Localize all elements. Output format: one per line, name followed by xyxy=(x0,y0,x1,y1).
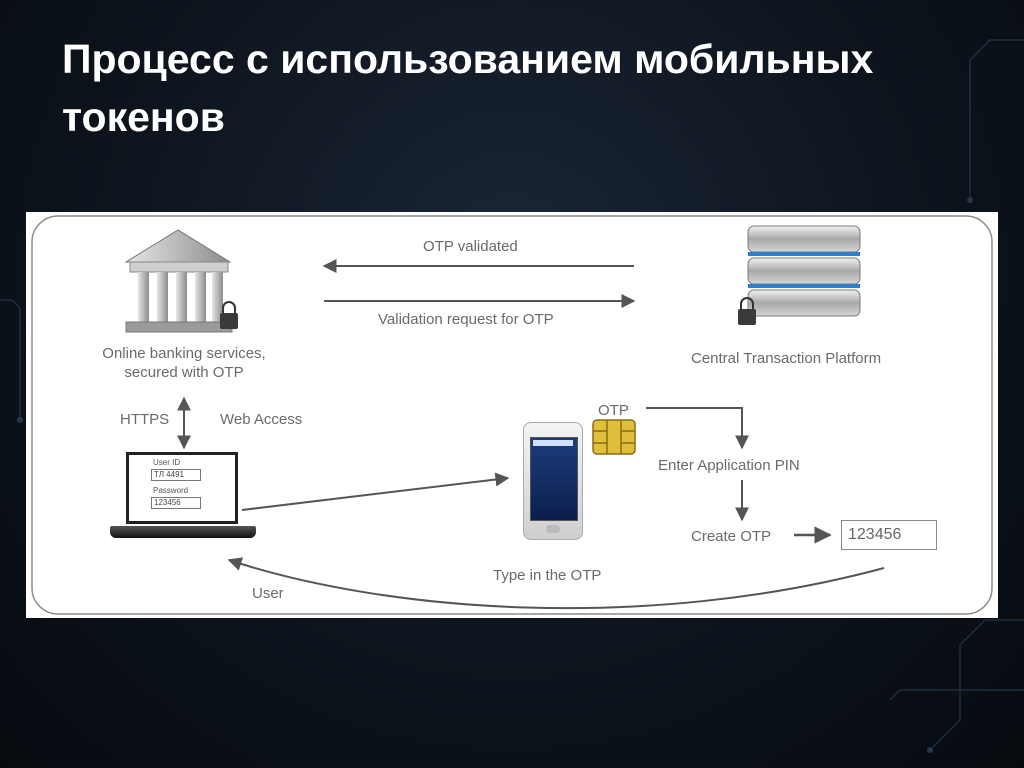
laptop-icon: User ID ТЛ 4491 Password 123456 xyxy=(110,452,256,552)
enter-pin-label: Enter Application PIN xyxy=(658,457,800,474)
slide-title-line-1: Процесс с использованием мобильных xyxy=(62,36,874,82)
sim-chip-icon xyxy=(592,419,636,455)
laptop-user-id-label: User ID xyxy=(153,458,181,467)
laptop-user-id-field: ТЛ 4491 xyxy=(151,469,201,481)
otp-value-box: 123456 xyxy=(841,520,937,550)
bank-building-icon xyxy=(124,229,233,333)
diagram-panel: Online banking services, secured with OT… xyxy=(26,212,998,618)
server-lock-icon xyxy=(738,297,756,325)
slide-title-line-2: токенов xyxy=(62,94,225,140)
otp-to-pin-arrow xyxy=(646,407,749,450)
otp-validated-label: OTP validated xyxy=(423,238,518,255)
bank-lock-icon xyxy=(220,301,238,329)
phone-screen xyxy=(530,437,578,521)
server-stack-icon xyxy=(747,225,861,317)
bank-label: Online banking services, secured with OT… xyxy=(74,344,294,382)
otp-label: OTP xyxy=(598,402,629,419)
phone-title-bar xyxy=(533,440,573,446)
web-access-label: Web Access xyxy=(220,411,303,428)
laptop-base xyxy=(110,526,256,538)
bank-label-line-1: Online banking services, xyxy=(102,345,266,362)
laptop-password-field: 123456 xyxy=(151,497,201,509)
slide-title: Процесс с использованием мобильных токен… xyxy=(62,30,982,146)
platform-label: Central Transaction Platform xyxy=(691,350,882,367)
mobile-phone-icon xyxy=(523,422,583,540)
user-label: User xyxy=(252,585,284,602)
laptop-password-label: Password xyxy=(153,486,189,495)
laptop-to-phone-arrow xyxy=(241,472,510,511)
validation-request-label: Validation request for OTP xyxy=(378,311,554,328)
type-otp-label: Type in the OTP xyxy=(493,567,602,584)
user-return-arrow xyxy=(227,557,885,610)
create-otp-label: Create OTP xyxy=(691,528,772,545)
phone-home-button xyxy=(546,525,560,533)
bank-label-line-2: secured with OTP xyxy=(124,364,244,381)
diagram-graphics xyxy=(31,215,993,615)
https-label: HTTPS xyxy=(120,411,170,428)
laptop-screen: User ID ТЛ 4491 Password 123456 xyxy=(126,452,238,524)
